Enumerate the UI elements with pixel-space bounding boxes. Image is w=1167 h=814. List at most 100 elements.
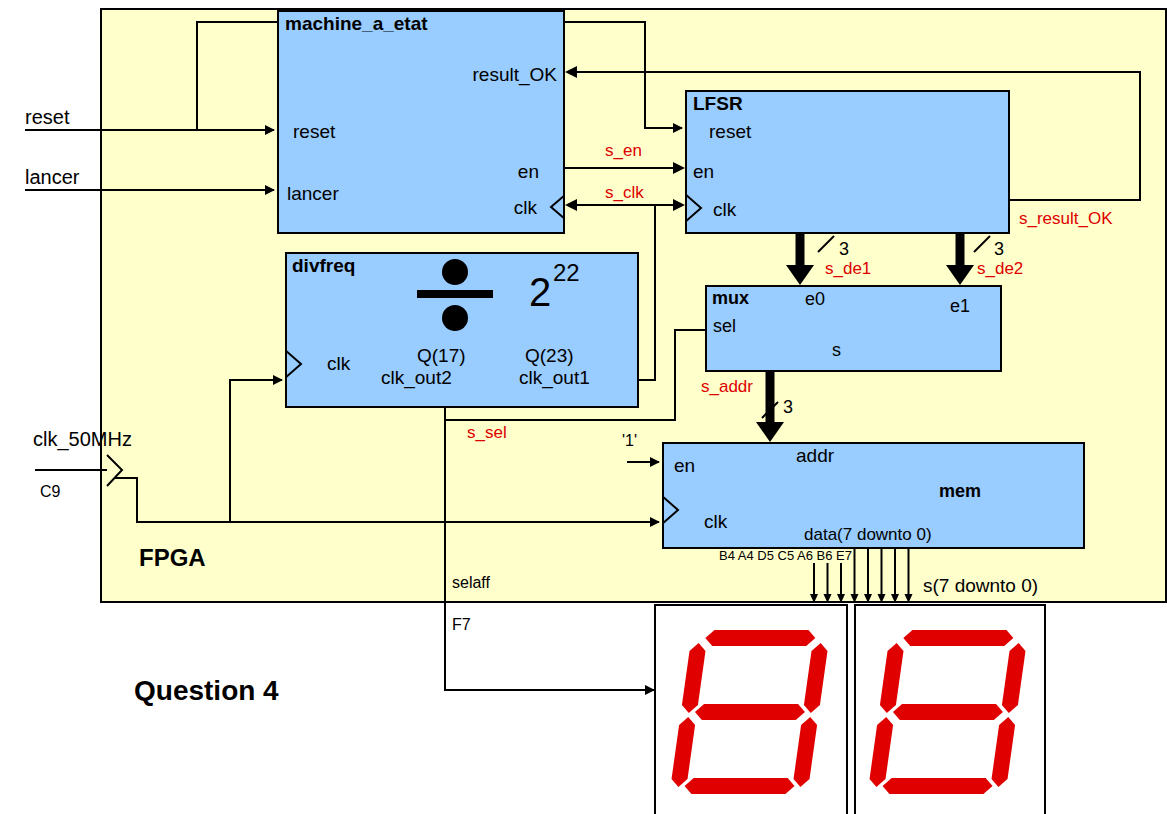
signal-label: s_clk <box>604 184 645 203</box>
connector-line <box>766 372 775 422</box>
signal-label: s_de2 <box>976 260 1024 279</box>
frequency-divider-block: divfreq 222 clk Q(17)clk_out2 Q(23)clk_out1 <box>285 252 639 408</box>
arrowhead <box>673 162 685 174</box>
port-label: 2 <box>529 270 551 314</box>
port-label: lancer <box>287 184 339 205</box>
port-label: Q(17) <box>417 346 466 367</box>
port-label: clk_out2 <box>381 368 452 389</box>
block-title: divfreq <box>292 256 355 277</box>
question-number: Question 4 <box>134 676 279 707</box>
segment <box>681 643 707 713</box>
clock-symbol <box>285 350 301 378</box>
bus-name: s(7 downto 0) <box>922 576 1039 597</box>
output-wire <box>867 548 869 596</box>
arrowhead <box>565 66 577 78</box>
block-title: LFSR <box>693 94 743 115</box>
port-label: en <box>518 162 539 183</box>
port-label: clk <box>327 354 350 375</box>
port-label: clk_out1 <box>519 368 590 389</box>
lfsr-block: LFSR reset en clk <box>685 90 1010 234</box>
segment <box>881 778 993 794</box>
pin-names: B4 A4 D5 C5 A6 B6 E7 <box>718 549 853 563</box>
block-title: machine_a_etat <box>285 14 428 35</box>
fpga-ground <box>100 8 1167 603</box>
divide-symbol <box>442 259 468 285</box>
segment <box>694 704 806 720</box>
arrowhead <box>673 199 685 211</box>
connector-line <box>639 205 673 380</box>
pin-name: C9 <box>40 483 60 501</box>
connector-line <box>796 234 805 265</box>
port-label: e0 <box>805 290 825 310</box>
arrowhead <box>756 422 784 442</box>
segment <box>868 717 894 787</box>
bus-connector <box>756 372 784 442</box>
divide-symbol <box>442 305 468 331</box>
digit <box>867 630 1028 794</box>
port-label: Q(23) <box>525 346 574 367</box>
port-label: clk <box>514 198 537 219</box>
output-wire <box>908 548 910 596</box>
port-label: 22 <box>553 260 580 286</box>
segment <box>990 717 1016 787</box>
display-frames <box>655 605 1045 814</box>
segment <box>792 717 818 787</box>
arrowhead <box>565 199 577 211</box>
clock-symbol <box>551 195 565 219</box>
segment <box>892 704 1004 720</box>
arrowhead <box>786 265 814 285</box>
port-label: e1 <box>950 297 970 317</box>
multiplexer-block: mux e0 e1 sel s <box>705 285 1002 372</box>
input-signal: lancer <box>25 166 79 188</box>
clock-input: clk_50MHz <box>33 428 132 450</box>
port-label: mem <box>939 482 981 502</box>
block-title: FPGA <box>139 545 206 571</box>
clock-symbol <box>662 496 678 524</box>
memory-block: en addr mem clk data(7 downto 0) <box>662 442 1085 549</box>
signal-connector <box>565 162 685 174</box>
output-wire <box>894 548 896 596</box>
port-label: data(7 downto 0) <box>804 526 932 545</box>
signal-label: s_de1 <box>824 260 872 279</box>
bus-width: 3 <box>838 240 850 260</box>
port-label: sel <box>713 317 736 337</box>
segment <box>902 630 1014 646</box>
signal-connector <box>639 199 685 380</box>
digit <box>669 630 830 794</box>
port-label: s <box>832 341 841 361</box>
state-machine-block: machine_a_etatresult_OKresetenlancerclk <box>277 10 565 234</box>
segment <box>670 717 696 787</box>
block-title: mux <box>712 289 749 309</box>
segment <box>1001 643 1027 713</box>
connector-line <box>565 167 673 169</box>
constant: '1' <box>622 432 637 450</box>
arrowhead <box>946 265 974 285</box>
fpga-region: FPGAmachine_a_etatresult_OKresetenlancer… <box>100 8 1167 603</box>
signal-label: s_addr <box>700 378 754 397</box>
signal-name: selaff <box>452 574 490 592</box>
bus-connector <box>786 234 814 285</box>
block-title: en <box>674 456 695 477</box>
port-label: reset <box>293 122 335 143</box>
output-wire <box>881 548 883 596</box>
clock-symbol <box>685 194 701 222</box>
segment <box>803 643 829 713</box>
segment <box>879 643 905 713</box>
bus-connector <box>946 234 974 285</box>
port-label: addr <box>796 446 834 467</box>
divide-symbol <box>417 290 493 298</box>
segment <box>704 630 816 646</box>
bus-width: 3 <box>993 240 1005 260</box>
segment <box>683 778 795 794</box>
signal-label: s_result_OK <box>1018 210 1114 229</box>
seven-segment-digits <box>669 630 1028 794</box>
port-label: reset <box>709 122 751 143</box>
bus-width: 3 <box>782 398 794 418</box>
port-label: clk <box>713 200 736 221</box>
port-label: clk <box>704 512 727 533</box>
port-label: en <box>693 162 714 183</box>
signal-label: s_en <box>604 142 643 161</box>
pin-name: F7 <box>452 616 471 634</box>
output-wire <box>854 548 856 596</box>
signal-label: s_sel <box>466 424 508 443</box>
